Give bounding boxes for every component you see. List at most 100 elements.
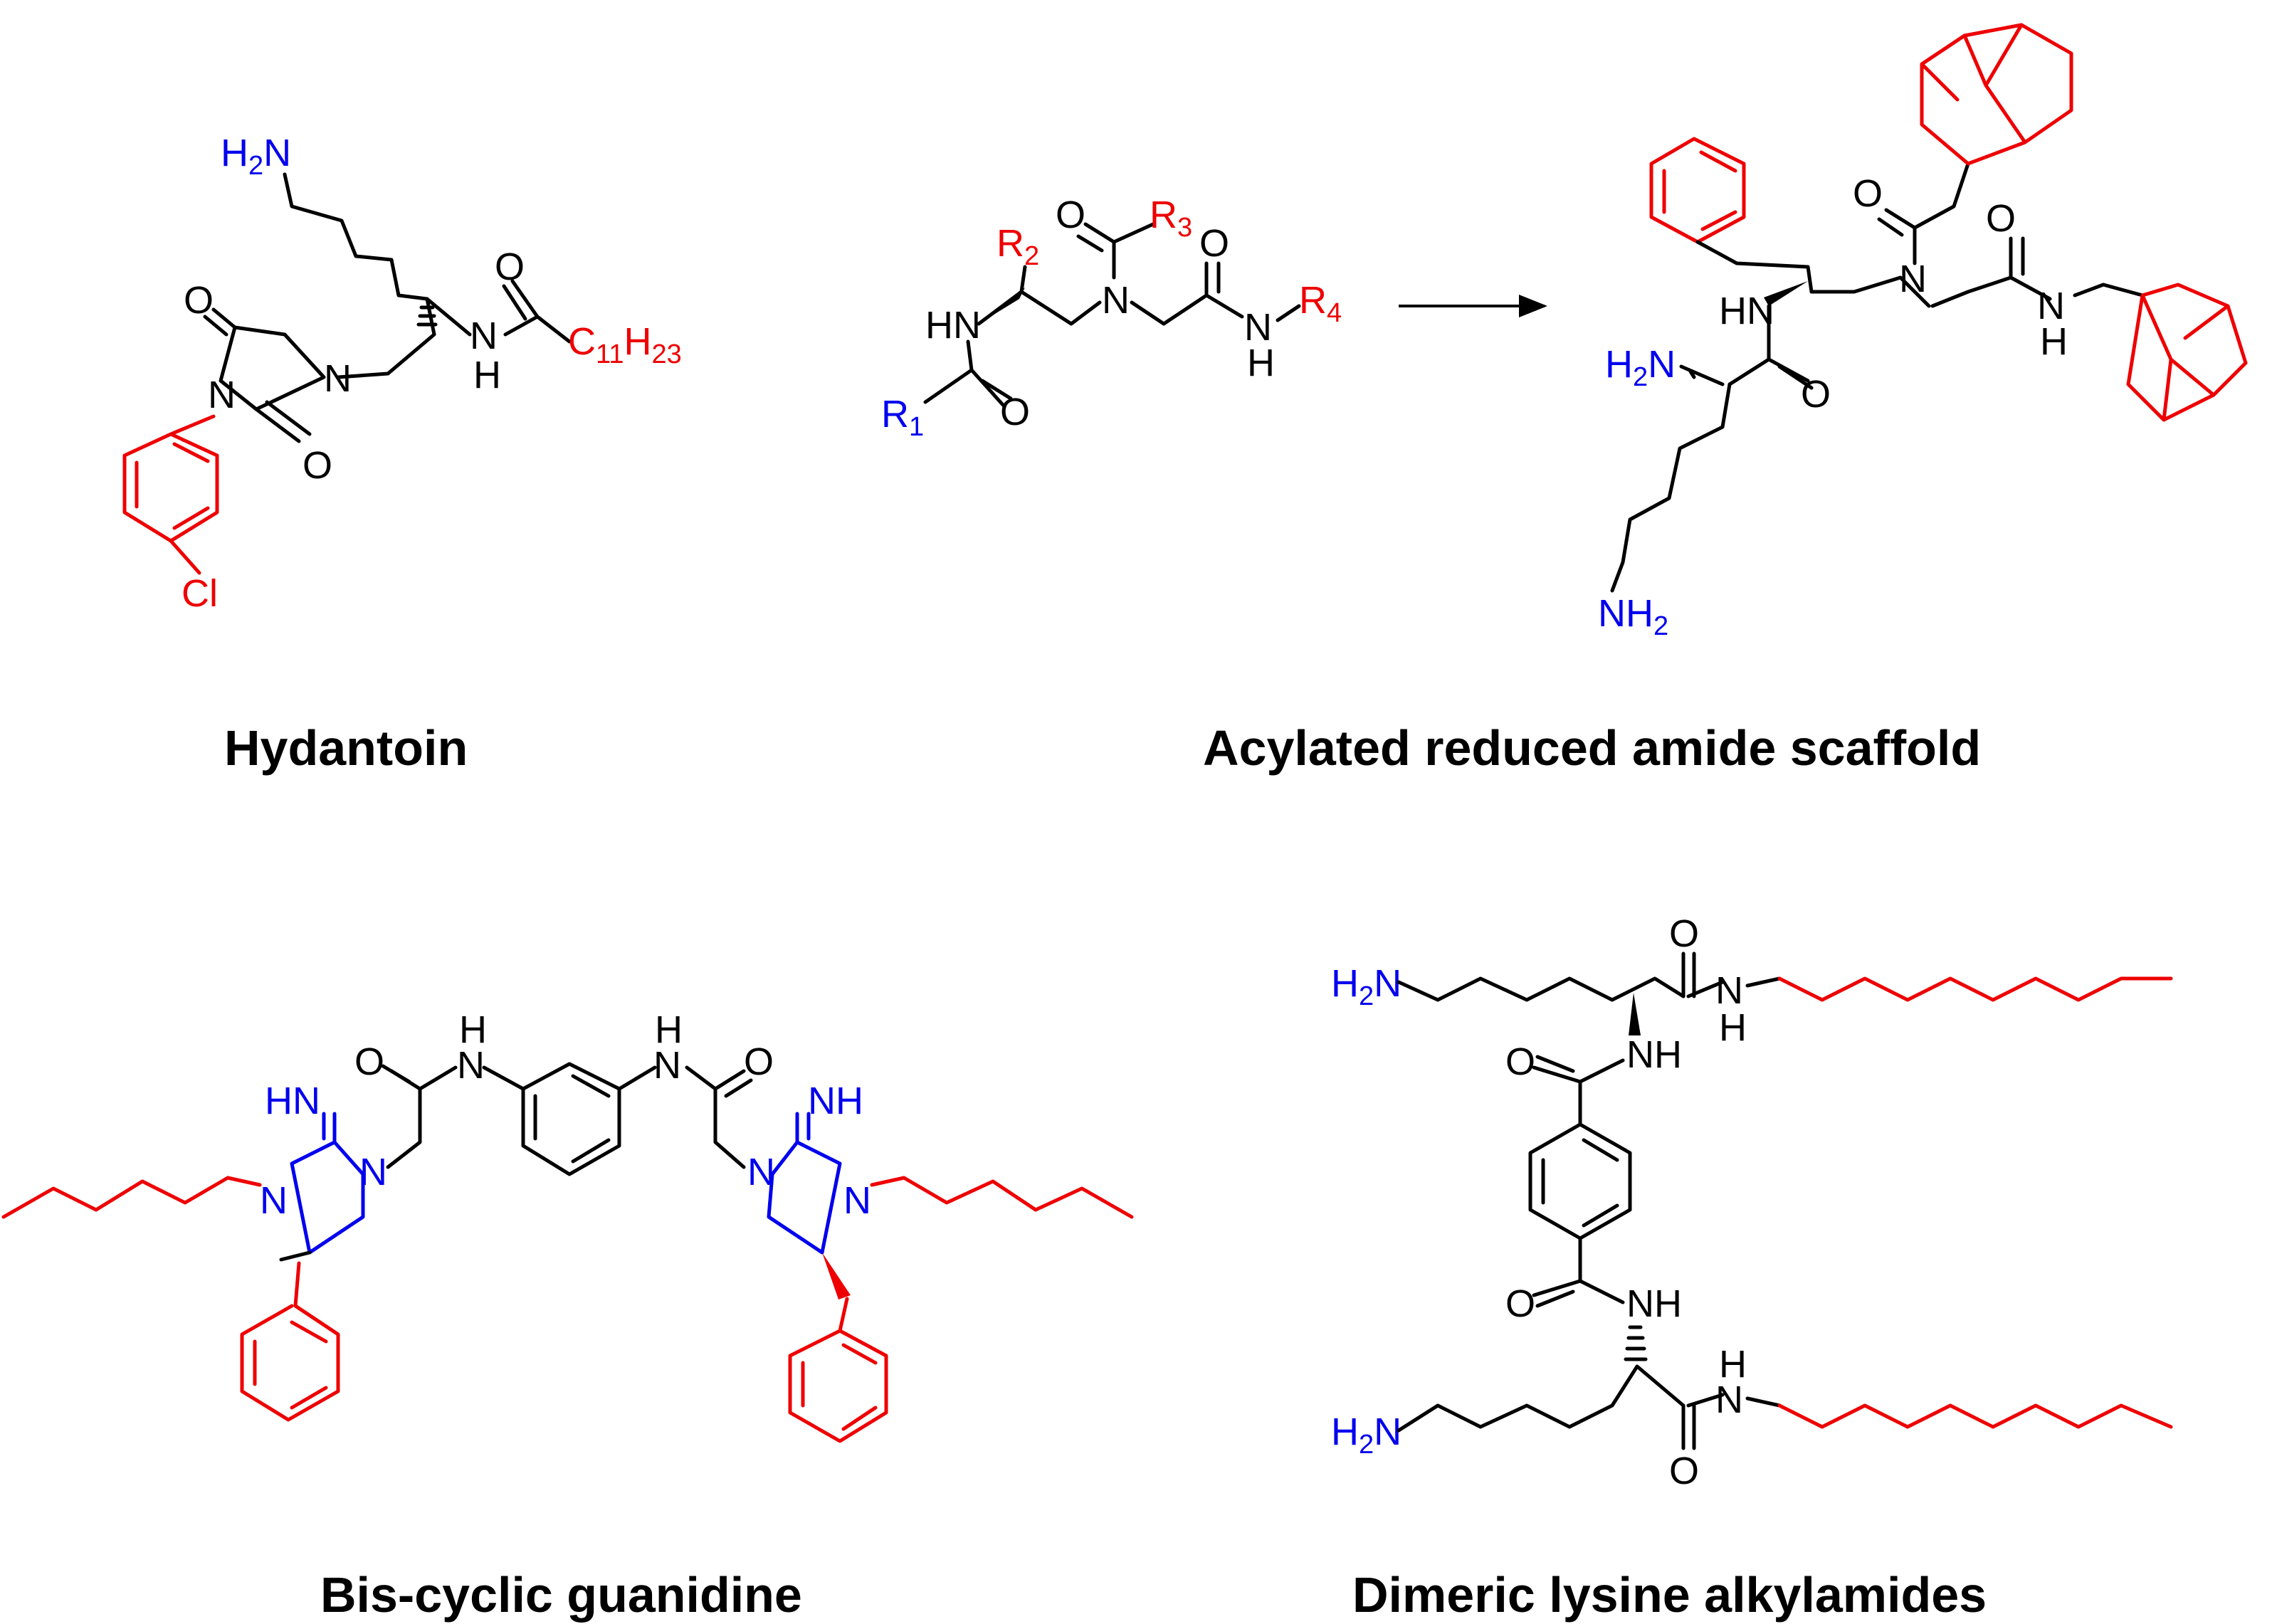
hydantoin-amide-bonds: [503, 279, 572, 344]
hydantoin-amide-oxygen: O: [495, 246, 525, 288]
guanidine-benzene-double: [533, 1074, 611, 1164]
hydantoin-amide-double: [502, 284, 527, 321]
hydantoin-carbonyl-bottom: [254, 400, 312, 443]
guanidine-right-imine: NH: [808, 1080, 863, 1122]
guanidine-left-nh-n: N: [457, 1044, 485, 1087]
adamantyl-oxygen-acyl: O: [1853, 172, 1883, 215]
dimeric-top-h2n: H2N: [1331, 962, 1402, 1011]
adamantyl-oxygen-lys: O: [1801, 373, 1831, 416]
hydantoin-c11h23-label: C11H23: [568, 320, 682, 369]
guanidine-left-ring-n2: N: [260, 1179, 288, 1222]
adamantyl-lysine-hash: [1679, 364, 1725, 386]
scaffold-left-amide: [923, 339, 1006, 408]
dimeric-oxygen-top: O: [1669, 912, 1699, 955]
adamantyl-lysine-carbonyl: [1728, 304, 1810, 386]
dimeric-top-nh-label: NH: [1626, 1033, 1682, 1076]
scaffold-oxygen-left: O: [1000, 391, 1030, 433]
dimeric-bottom-nh-n: N: [1715, 1378, 1743, 1421]
scaffold-r2-label: R2: [996, 222, 1039, 271]
guanidine-right-nh-n: N: [653, 1044, 681, 1087]
dimeric-top-decyl: [1777, 976, 2173, 1002]
hydantoin-chlorophenyl-double: [135, 442, 210, 530]
guanidine-benzene: [521, 1062, 621, 1176]
dimeric-top-chain: [1397, 976, 1686, 1002]
guanidine-left-benzyl: [240, 1261, 340, 1422]
adamantane-top: [1920, 23, 2073, 166]
hydantoin-ring-n-left: N: [208, 374, 236, 416]
dimeric-oxygen-benz-bottom: O: [1505, 1282, 1535, 1325]
guanidine-right-hexyl: [870, 1176, 1134, 1219]
dimeric-benzoyl-bottom-double: [1535, 1290, 1575, 1308]
guanidine-right-double: [724, 1078, 753, 1098]
guanidine-left-double: [381, 1064, 411, 1084]
dimeric-top-wedge: [1629, 993, 1641, 1035]
dimeric-bottom-hash: [1624, 1325, 1648, 1361]
scaffold-structure: R1 O HN R2 N O R3 O N H R4 Acylated redu…: [881, 194, 1981, 776]
guanidine-left-ring: [290, 1112, 365, 1255]
adamantyl-ch2: [2073, 283, 2145, 297]
dimeric-benzene-double: [1541, 1138, 1619, 1228]
guanidine-right-ring: [767, 1112, 842, 1255]
dimeric-oxygen-benz-top: O: [1505, 1040, 1535, 1083]
guanidine-left-hexyl: [1, 1176, 262, 1219]
scaffold-acyl-double: [1076, 234, 1104, 253]
guanidine-right-ring-n1: N: [747, 1151, 775, 1193]
adamantyl-benzyl: [1695, 240, 1931, 308]
hydantoin-ring: [219, 325, 390, 411]
hydantoin-nh-h: H: [473, 354, 501, 396]
guanidine-left-ring-n1: N: [359, 1151, 387, 1193]
adamantyl-wedge: [1764, 281, 1808, 306]
dimeric-top-nh-h: H: [1719, 1006, 1747, 1049]
hydantoin-h2n-label: H2N: [221, 132, 291, 181]
hydantoin-nh-n: N: [470, 315, 498, 357]
hydantoin-backbone: [386, 297, 472, 376]
dimeric-top-carbonyl: [1681, 951, 1725, 998]
hydantoin-structure: H2N O N H C11H23 O O N N Cl Hydantoin: [122, 132, 682, 776]
adamantyl-acyl-double: [1877, 217, 1904, 237]
hydantoin-carbonyl-top: [203, 307, 237, 337]
dimeric-bottom-h2n: H2N: [1331, 1411, 1402, 1460]
guanidine-right-wedge: [822, 1253, 851, 1299]
adamantyl-acyl: [1884, 162, 1970, 265]
scaffold-nh-r4: [1276, 304, 1301, 322]
guanidine-right-linker: [617, 1065, 746, 1169]
dimeric-top-nh-link: [1745, 976, 1782, 988]
guanidine-oxygen-right: O: [744, 1040, 774, 1083]
dimeric-benzoyl-bottom: [1532, 1236, 1625, 1304]
scaffold-nh-n: N: [1244, 306, 1272, 349]
adamantane-bottom: [2126, 283, 2248, 422]
dimeric-bottom-nh-label: NH: [1626, 1282, 1682, 1325]
scaffold-oxygen-acyl: O: [1056, 194, 1085, 236]
scaffold-acyl: [1083, 222, 1155, 280]
guanidine-left-imine: HN: [265, 1080, 320, 1122]
hydantoin-cl-label: Cl: [182, 572, 218, 615]
hydantoin-lysine-chain: [283, 172, 429, 301]
scaffold-r1-label: R1: [881, 393, 924, 442]
scaffold-right: [1130, 261, 1244, 326]
adamantyl-lysine-double: [1777, 364, 1814, 390]
caption-scaffold: Acylated reduced amide scaffold: [1203, 720, 1981, 776]
dimeric-bottom-decyl: [1777, 1403, 2173, 1429]
hydantoin-stereo-hash: [416, 305, 438, 327]
adamantyl-h2n-label: H2N: [1605, 343, 1676, 392]
dimeric-bottom-nh-link: [1745, 1396, 1782, 1408]
adamantyl-lysine-chain: [1610, 382, 1732, 593]
guanidine-right-benzyl: [788, 1297, 888, 1443]
scaffold-r4-label: R4: [1299, 279, 1342, 328]
guanidine-structure: O H N O H N HN N N NH N N Bis-cyclic gua…: [1, 1008, 1134, 1623]
adamantyl-phenyl-double: [1662, 150, 1737, 231]
adamantyl-nh2-label: NH2: [1598, 592, 1668, 641]
dimeric-bottom-carbonyl: [1681, 1393, 1725, 1450]
scaffold-oxygen-right: O: [1199, 222, 1229, 265]
scaffold-r3-label: R3: [1150, 194, 1192, 243]
adamantyl-hn-label: HN: [1719, 290, 1774, 332]
guanidine-right-nh-h: H: [655, 1008, 683, 1051]
scaffold-hn-label: HN: [925, 304, 981, 347]
scaffold-n-label: N: [1102, 279, 1130, 322]
dimeric-bottom-chain: [1397, 1364, 1686, 1433]
caption-guanidine: Bis-cyclic guanidine: [320, 1567, 802, 1623]
adamantyl-oxygen-amide: O: [1986, 197, 2016, 240]
guanidine-oxygen-left: O: [354, 1040, 384, 1083]
dimeric-benzoyl-top-double: [1535, 1055, 1575, 1073]
